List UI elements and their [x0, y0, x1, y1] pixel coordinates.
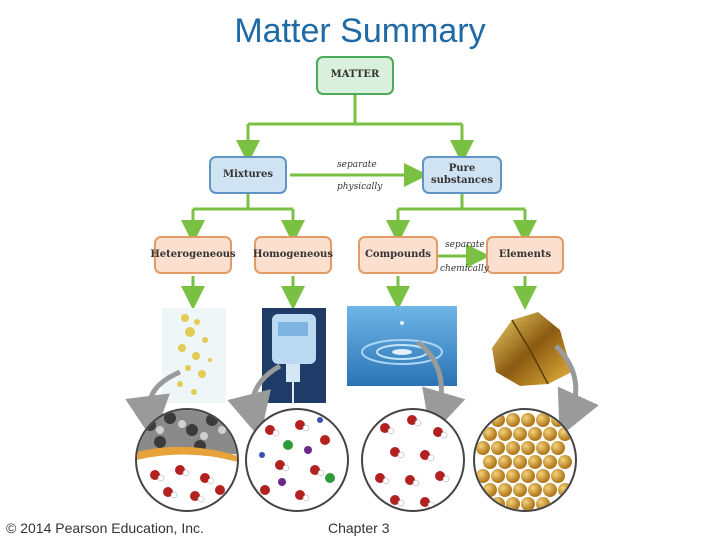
curved-arrows [125, 340, 599, 441]
node-matter: MATTER [316, 56, 394, 95]
node-elements: Elements [486, 236, 564, 274]
slide-title: Matter Summary [234, 12, 486, 50]
molecular-view-compounds [361, 408, 465, 512]
photo-homogeneous [262, 308, 326, 403]
photo-heterogeneous [162, 308, 226, 403]
molecular-view-heterogeneous [135, 408, 239, 512]
node-heterogeneous: Heterogeneous [150, 236, 236, 274]
footer-chapter: Chapter 3 [328, 520, 390, 536]
molecular-view-elements [473, 408, 577, 512]
footer-copyright: © 2014 Pearson Education, Inc. [6, 520, 204, 536]
label-separate-chemical: separate [445, 240, 485, 250]
connector-lines [181, 95, 537, 310]
node-pure-substances: Pure substances [422, 156, 502, 194]
node-mixtures: Mixtures [209, 156, 287, 194]
node-compounds: Compounds [358, 236, 438, 274]
label-chemically: chemically [440, 264, 489, 274]
label-physically: physically [337, 182, 383, 192]
label-separate-physical: separate [337, 160, 377, 170]
photo-elements [492, 312, 572, 386]
node-homogeneous: Homogeneous [253, 236, 333, 274]
molecular-view-homogeneous [245, 408, 349, 512]
